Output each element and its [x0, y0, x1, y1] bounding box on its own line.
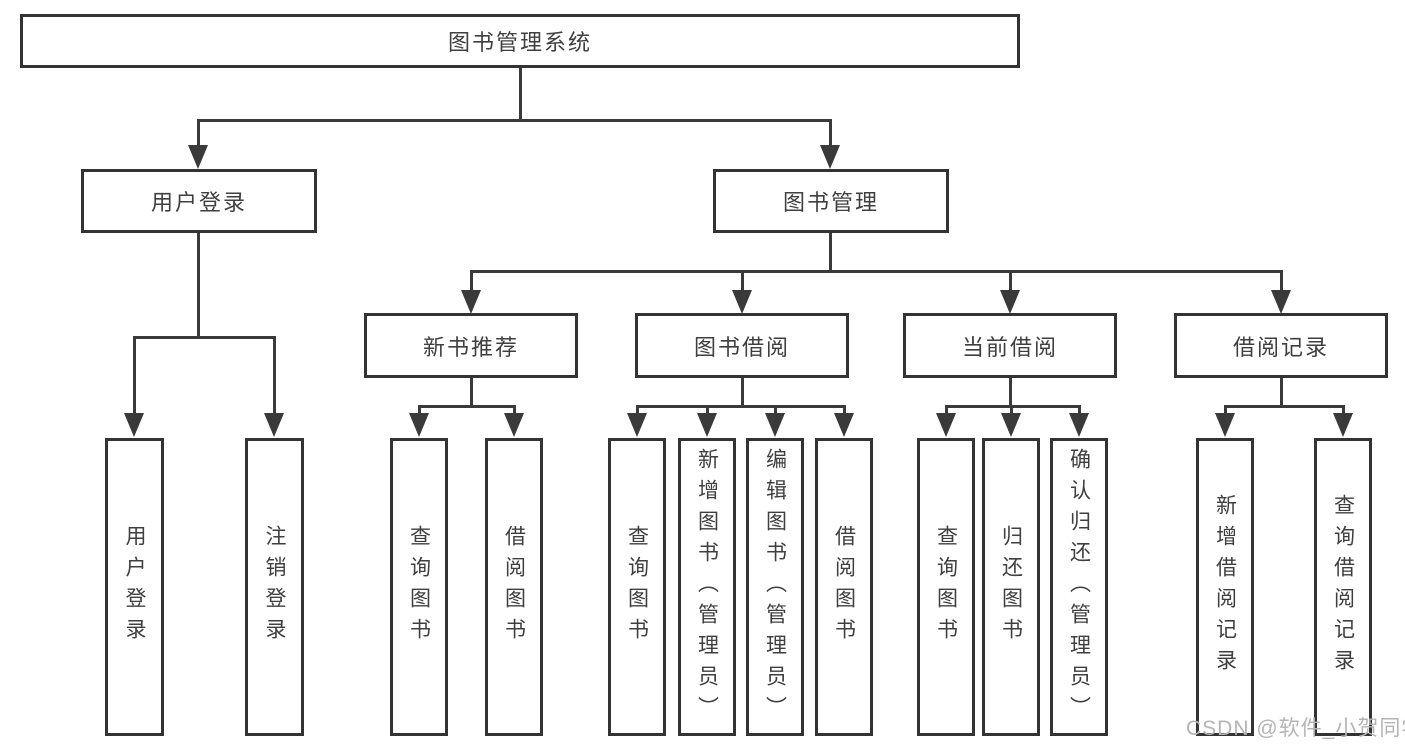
csdn-watermark: CSDN @软件_小贺同学	[1186, 717, 1405, 740]
connector-line	[843, 405, 846, 415]
node-label: 图书管理	[782, 190, 879, 215]
connector-line	[418, 405, 516, 408]
leaf-query-books-recommend: 查询图书	[390, 438, 448, 736]
leaf-query-borrow-record: 查询借阅记录	[1314, 438, 1372, 736]
leaf-label: 新增借阅记录	[1213, 494, 1237, 680]
leaf-borrow-books-recommend: 借阅图书	[485, 438, 543, 736]
leaf-label: 用户登录	[123, 525, 146, 649]
leaf-label: 查询借阅记录	[1331, 494, 1355, 680]
connector-line	[1009, 378, 1012, 408]
node-current-borrowing: 当前借阅	[903, 313, 1117, 378]
arrowhead-down-icon	[504, 413, 524, 437]
leaf-return-books: 归还图书	[982, 438, 1040, 736]
connector-line	[133, 336, 276, 339]
connector-line	[470, 270, 473, 292]
leaf-edit-books-admin: 编辑图书（管理员）	[746, 438, 804, 736]
leaf-user-login: 用户登录	[105, 438, 164, 736]
node-label: 用户登录	[150, 190, 247, 215]
connector-line	[741, 270, 744, 292]
leaf-borrow-books-borrowing: 借阅图书	[815, 438, 873, 736]
connector-line	[197, 119, 831, 122]
node-label: 借阅记录	[1232, 334, 1329, 360]
leaf-logout: 注销登录	[245, 438, 304, 736]
connector-line	[829, 233, 832, 273]
node-new-book-recommendation: 新书推荐	[364, 313, 578, 378]
node-label: 当前借阅	[961, 334, 1058, 360]
connector-line	[774, 405, 777, 415]
node-label: 新书推荐	[422, 334, 519, 360]
connector-line	[1010, 405, 1013, 415]
arrowhead-down-icon	[1271, 290, 1291, 314]
arrowhead-down-icon	[765, 413, 785, 437]
arrowhead-down-icon	[1215, 413, 1235, 437]
leaf-add-books-admin: 新增图书（管理员）	[678, 438, 736, 736]
arrowhead-down-icon	[627, 413, 647, 437]
connector-line	[945, 405, 948, 415]
connector-line	[1224, 405, 1344, 408]
connector-line	[133, 336, 136, 415]
connector-line	[706, 405, 709, 415]
leaf-confirm-return-admin: 确认归还（管理员）	[1050, 438, 1108, 736]
connector-line	[470, 378, 473, 408]
connector-line	[519, 68, 522, 122]
node-label: 图书借阅	[693, 334, 790, 360]
leaf-label: 编辑图书（管理员）	[763, 447, 787, 727]
connector-line	[636, 405, 845, 408]
leaf-label: 新增图书（管理员）	[695, 447, 719, 727]
arrowhead-down-icon	[1000, 290, 1020, 314]
connector-line	[470, 270, 1283, 273]
connector-line	[1078, 405, 1081, 415]
arrowhead-down-icon	[188, 145, 208, 169]
arrowhead-down-icon	[1069, 413, 1089, 437]
arrowhead-down-icon	[732, 290, 752, 314]
connector-line	[636, 405, 639, 415]
connector-line	[197, 233, 200, 339]
connector-line	[741, 378, 744, 408]
arrowhead-down-icon	[1001, 413, 1021, 437]
leaf-query-books-borrowing: 查询图书	[608, 438, 666, 736]
node-book-borrowing: 图书借阅	[635, 313, 849, 378]
connector-line	[1280, 270, 1283, 292]
connector-line	[418, 405, 421, 415]
arrowhead-down-icon	[124, 413, 144, 437]
arrowhead-down-icon	[820, 145, 840, 169]
arrowhead-down-icon	[264, 413, 284, 437]
node-book-management: 图书管理	[713, 169, 949, 233]
connector-line	[1224, 405, 1227, 415]
node-label: 图书管理系统	[447, 30, 592, 55]
leaf-add-borrow-record: 新增借阅记录	[1196, 438, 1254, 736]
leaf-label: 注销登录	[263, 525, 286, 649]
arrowhead-down-icon	[409, 413, 429, 437]
connector-line	[1342, 405, 1345, 415]
arrowhead-down-icon	[936, 413, 956, 437]
leaf-label: 查询图书	[934, 525, 958, 649]
leaf-label: 借阅图书	[832, 525, 856, 649]
arrowhead-down-icon	[697, 413, 717, 437]
leaf-label: 借阅图书	[502, 525, 526, 649]
arrowhead-down-icon	[1333, 413, 1353, 437]
node-borrowing-records: 借阅记录	[1174, 313, 1388, 378]
leaf-label: 查询图书	[625, 525, 649, 649]
connector-line	[829, 119, 832, 148]
connector-line	[1009, 270, 1012, 292]
node-user-login: 用户登录	[81, 169, 317, 233]
arrowhead-down-icon	[834, 413, 854, 437]
leaf-label: 确认归还（管理员）	[1067, 447, 1091, 727]
connector-line	[273, 336, 276, 415]
connector-line	[1280, 378, 1283, 408]
leaf-label: 归还图书	[999, 525, 1023, 649]
node-library-management-system: 图书管理系统	[20, 14, 1020, 68]
arrowhead-down-icon	[461, 290, 481, 314]
leaf-query-books-current: 查询图书	[917, 438, 975, 736]
leaf-label: 查询图书	[407, 525, 431, 649]
connector-line	[513, 405, 516, 415]
connector-line	[197, 119, 200, 148]
